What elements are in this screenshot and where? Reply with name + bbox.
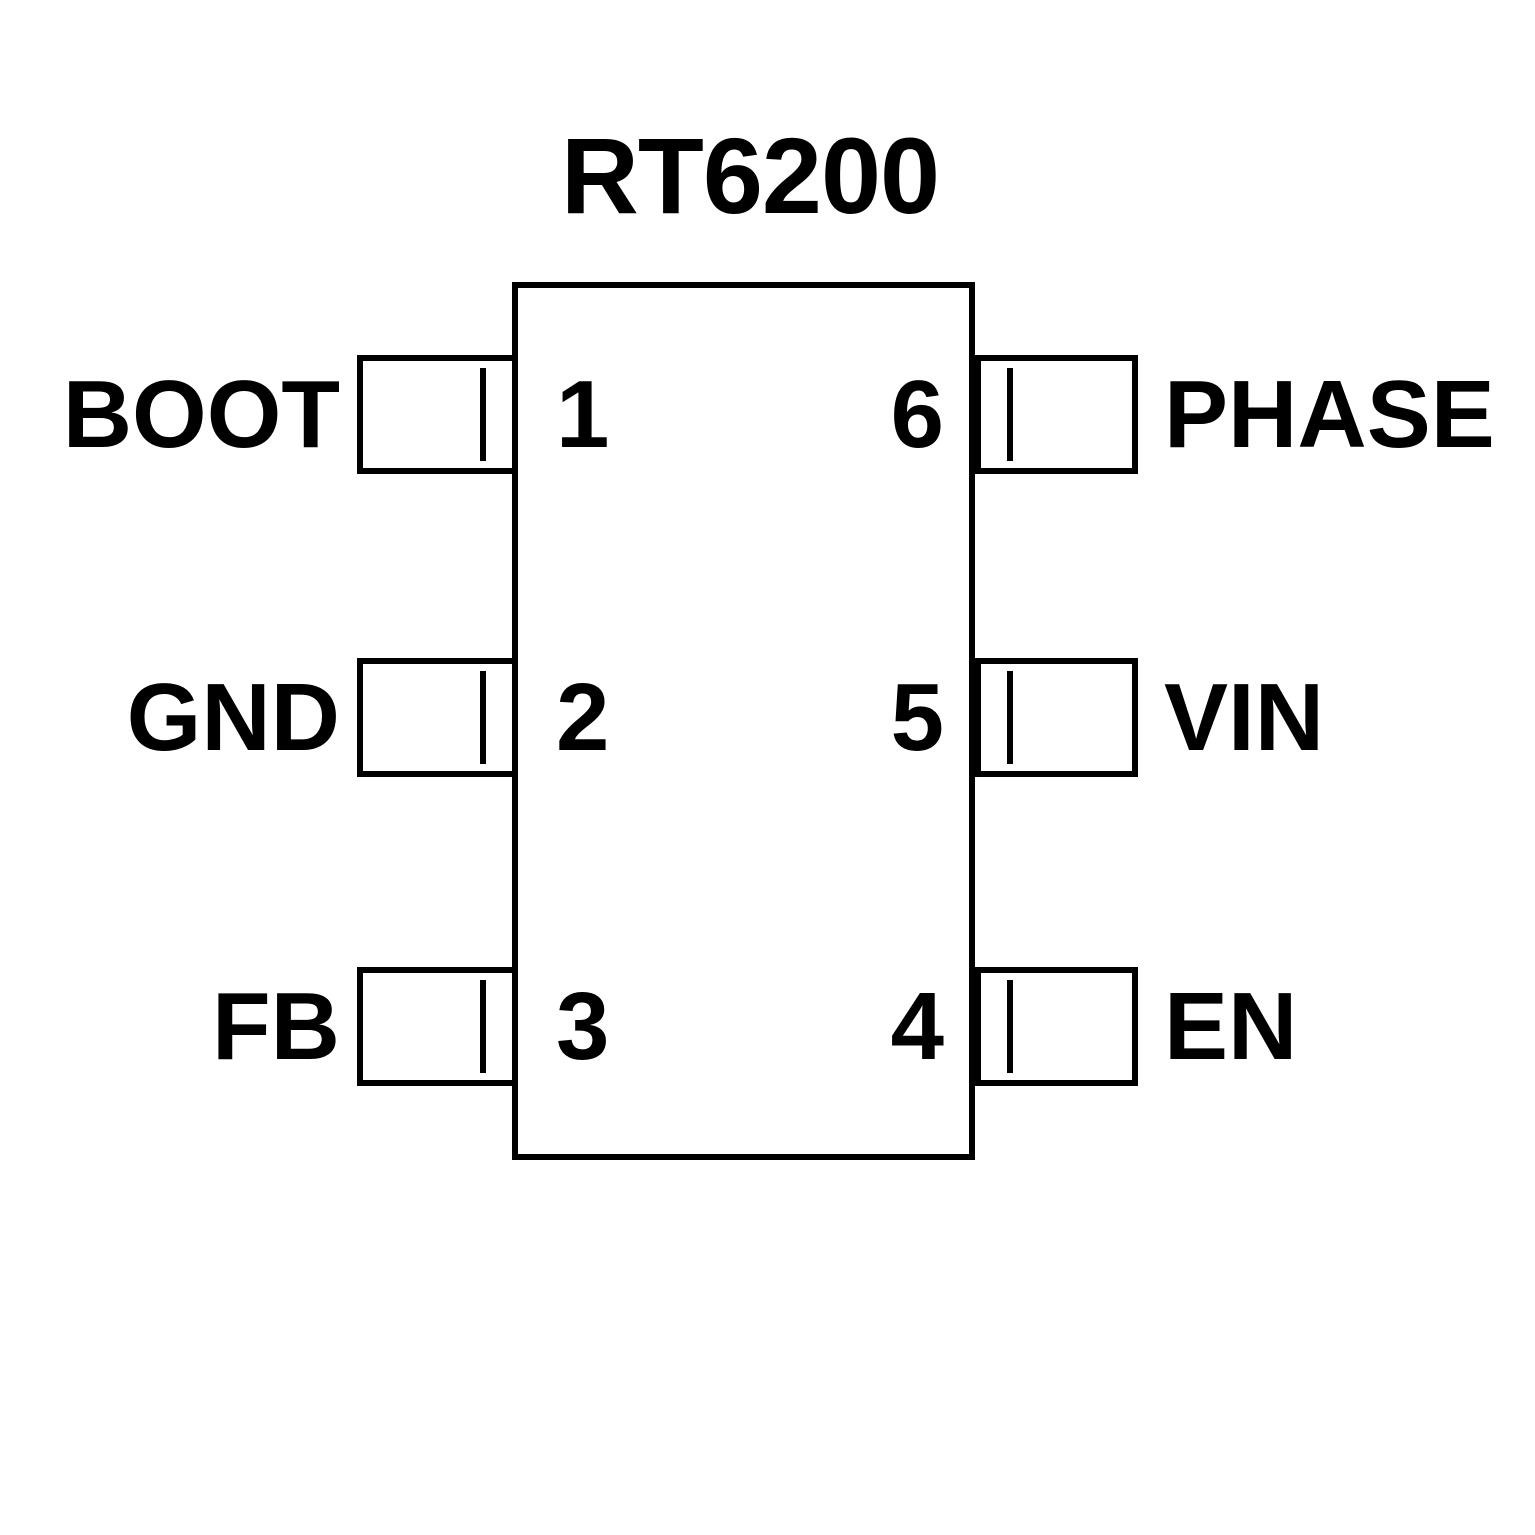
- pin-pad-6: [975, 355, 1138, 474]
- pin-pad-2: [357, 658, 518, 777]
- pin-label-en: EN: [1164, 973, 1298, 1080]
- pin-number-6: 6: [890, 361, 944, 468]
- pin-number-1: 1: [556, 361, 610, 468]
- pin-number-3: 3: [556, 973, 610, 1080]
- pin-label-vin: VIN: [1164, 664, 1325, 771]
- pin-tick-icon: [480, 671, 486, 764]
- pin-label-boot: BOOT: [62, 361, 340, 468]
- pin-tick-icon: [480, 980, 486, 1073]
- pin-label-fb: FB: [212, 973, 340, 1080]
- pin-tick-icon: [480, 368, 486, 461]
- pin-number-2: 2: [556, 664, 610, 771]
- pin-pad-5: [975, 658, 1138, 777]
- pin-pad-3: [357, 967, 518, 1086]
- ic-body-outline: [512, 282, 975, 1160]
- pin-tick-icon: [1007, 368, 1013, 461]
- pin-label-gnd: GND: [126, 664, 340, 771]
- pin-pad-4: [975, 967, 1138, 1086]
- pin-tick-icon: [1007, 671, 1013, 764]
- pin-number-4: 4: [890, 973, 944, 1080]
- pin-number-5: 5: [890, 664, 944, 771]
- pin-tick-icon: [1007, 980, 1013, 1073]
- pin-label-phase: PHASE: [1164, 361, 1495, 468]
- pin-pad-1: [357, 355, 518, 474]
- chip-part-number-title: RT6200: [560, 115, 940, 236]
